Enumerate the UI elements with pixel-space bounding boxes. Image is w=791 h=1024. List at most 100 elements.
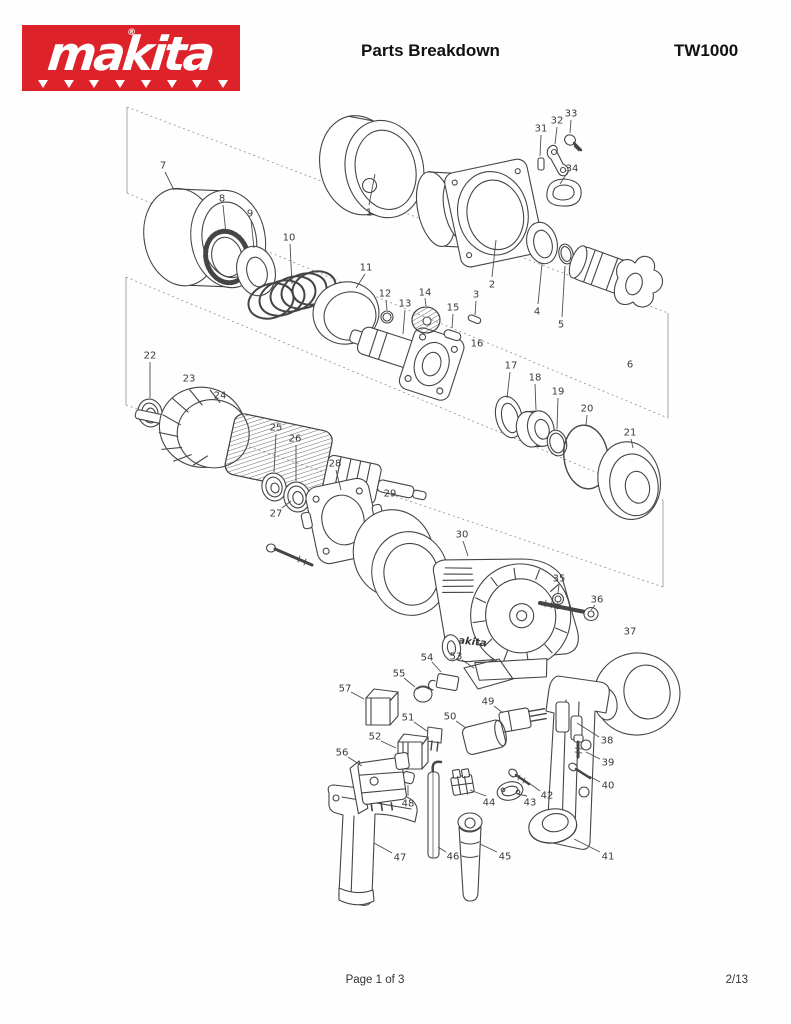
leader-line-34 [559, 172, 568, 185]
part-38-handle-bracket [545, 675, 610, 850]
part-number-13: 13 [399, 299, 412, 310]
leader-line-49 [493, 705, 504, 714]
part-number-36: 36 [591, 595, 604, 606]
part-33-screw [564, 134, 583, 152]
leader-line-44 [469, 789, 487, 797]
part-13-spindle [349, 326, 465, 401]
part-number-44: 44 [483, 798, 496, 809]
leader-line-12 [385, 299, 388, 311]
part-number-32: 32 [551, 116, 564, 127]
part-number-29: 29 [384, 489, 397, 500]
part-40-screw [568, 762, 592, 780]
leader-line-27 [281, 500, 292, 509]
leader-line-52 [380, 740, 397, 749]
leader-line-46 [437, 846, 447, 853]
part-50-capacitor [461, 719, 507, 755]
leader-line-30 [462, 540, 469, 557]
leader-line-20 [585, 414, 588, 427]
leader-line-53 [461, 659, 475, 669]
part-36-bolt [538, 599, 599, 622]
part-19-o-ring [546, 429, 568, 457]
part-number-21: 21 [624, 428, 637, 439]
part-number-17: 17 [505, 361, 518, 372]
part-39-bolt [573, 734, 584, 759]
leader-line-9 [250, 219, 255, 249]
part-42-screw [508, 768, 531, 786]
part-number-56: 56 [336, 748, 349, 759]
model-number: TW1000 [674, 41, 739, 60]
leader-line-47 [373, 842, 393, 854]
part-number-16: 16 [471, 339, 484, 350]
leader-line-32 [554, 126, 558, 145]
part-5-o-ring [558, 243, 574, 265]
part-18-bearing [515, 410, 555, 448]
part-number-26: 26 [289, 434, 302, 445]
part-37-rear-cover [593, 652, 681, 736]
page-title: Parts Breakdown [361, 41, 500, 60]
part-number-41: 41 [602, 852, 615, 863]
part-51-insulator [426, 726, 443, 752]
part-number-2: 2 [489, 280, 495, 291]
part-34-gasket [546, 178, 582, 207]
part-number-55: 55 [393, 669, 406, 680]
part-32-lever [546, 144, 569, 177]
leader-line-5 [561, 265, 566, 318]
retainer-bolt [265, 543, 314, 567]
leader-line-1 [368, 173, 376, 206]
part-number-46: 46 [447, 852, 460, 863]
part-12-o-ring [380, 310, 394, 324]
part-number-30: 30 [456, 530, 469, 541]
leader-line-51 [413, 721, 428, 732]
part-6-anvil [568, 245, 664, 308]
leader-line-42 [528, 782, 541, 792]
part-number-33: 33 [565, 109, 578, 120]
leader-line-4 [537, 263, 543, 305]
part-number-50: 50 [444, 712, 457, 723]
part-number-43: 43 [524, 798, 537, 809]
part-number-25: 25 [270, 423, 283, 434]
part-number-49: 49 [482, 697, 495, 708]
part-43-clamp [496, 781, 524, 801]
leader-line-54 [431, 661, 442, 673]
part-number-27: 27 [270, 509, 283, 520]
part-3-pin [467, 314, 482, 325]
part-31-pin [537, 157, 545, 171]
part-number-5: 5 [558, 320, 564, 331]
logo-triangles [38, 80, 228, 88]
leader-line-21 [630, 438, 634, 449]
part-56-switch [349, 752, 410, 815]
part-45-cord-guard [457, 812, 483, 902]
leader-line-18 [534, 383, 537, 411]
leader-line-10 [289, 243, 293, 285]
part-55-brush-cap [413, 685, 433, 703]
part-57-box [365, 688, 399, 726]
part-number-53: 53 [450, 652, 463, 663]
part-44-connector [450, 768, 475, 796]
part-number-3: 3 [473, 290, 479, 301]
section-frame-lower [125, 276, 664, 588]
part-number-54: 54 [421, 653, 434, 664]
part-number-52: 52 [369, 732, 382, 743]
part-number-14: 14 [419, 288, 432, 299]
part-number-20: 20 [581, 404, 594, 415]
part-53-film [463, 658, 514, 690]
leader-line-36 [590, 604, 596, 611]
leader-line-14 [424, 297, 427, 307]
leader-line-40 [588, 775, 601, 783]
part-4-washer [526, 221, 558, 265]
leader-line-38 [576, 722, 600, 738]
part-number-24: 24 [214, 391, 227, 402]
part-number-4: 4 [534, 307, 540, 318]
page-number: Page 1 of 3 [345, 974, 405, 986]
leader-line-25 [273, 433, 277, 473]
part-number-48: 48 [402, 799, 415, 810]
leader-line-39 [585, 751, 601, 760]
part-number-12: 12 [379, 289, 392, 300]
part-number-10: 10 [283, 233, 296, 244]
part-21-hammer-case-cover [597, 441, 661, 520]
leader-line-45 [479, 843, 498, 853]
part-30-motor-housing: makita [432, 558, 579, 681]
part-47-handle-cover [327, 784, 418, 906]
leader-line-8 [222, 204, 227, 235]
